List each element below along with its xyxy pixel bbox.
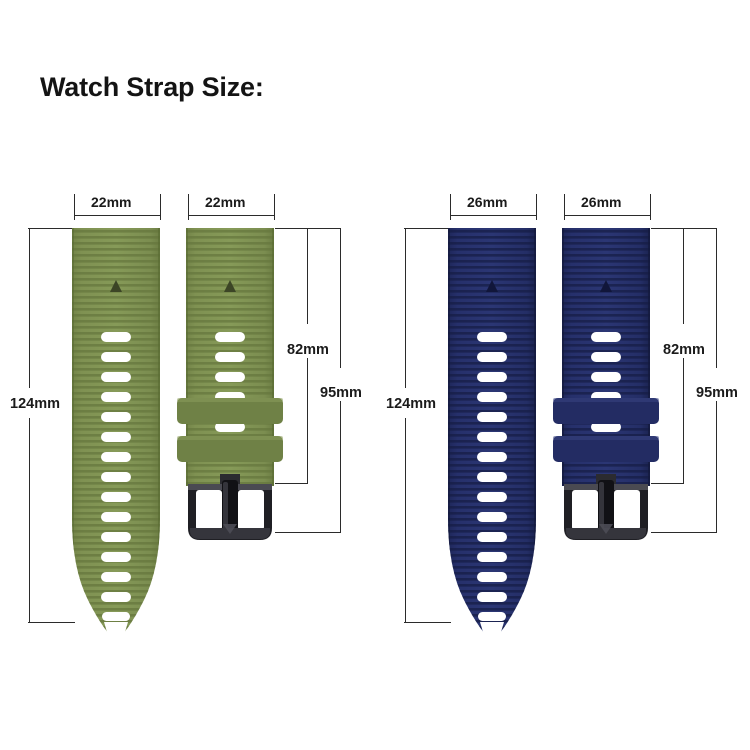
quickfit-arrow-icon (486, 280, 498, 292)
dim95-line-blue-upper (716, 228, 718, 368)
long-strap-green (72, 228, 160, 645)
width-dim-tick-left-blue-long (450, 194, 452, 220)
length-dim-line-green-upper (29, 228, 31, 388)
buckle-green (188, 474, 272, 540)
length-label-blue: 124mm (384, 396, 438, 412)
dim95-label-green: 95mm (318, 385, 364, 401)
dim82-line-blue-upper (683, 228, 685, 324)
dim82-label-blue: 82mm (661, 342, 707, 358)
dim82-line-green-lower (307, 356, 309, 484)
width-label-blue-long: 26mm (465, 194, 510, 210)
short-strap-blue (553, 228, 659, 540)
strap-tip-notch-blue (480, 622, 504, 645)
length-dim-cap-top-blue (404, 228, 451, 230)
buckle-blue (564, 474, 648, 540)
page-title: Watch Strap Size: (40, 72, 264, 102)
dim95-cap-bottom-blue (651, 532, 717, 534)
dim95-label-blue: 95mm (694, 385, 740, 401)
quickfit-arrow-icon (600, 280, 612, 292)
strap-keeper-loop-2-green (177, 436, 283, 462)
dim95-cap-top-green (275, 228, 341, 230)
width-dim-tick-right-blue-short (650, 194, 652, 220)
width-label-green-long: 22mm (89, 194, 134, 210)
dim95-cap-bottom-green (275, 532, 341, 534)
strap-holes-green-long (101, 332, 131, 621)
width-label-green-short: 22mm (203, 194, 248, 210)
length-label-green: 124mm (8, 396, 62, 412)
length-dim-cap-bottom-green (28, 622, 75, 624)
quickfit-arrow-icon (224, 280, 236, 292)
width-dim-line-green-long (74, 215, 161, 217)
width-dim-tick-right-blue-long (536, 194, 538, 220)
width-dim-line-blue-long (450, 215, 537, 217)
short-strap-green (177, 228, 283, 540)
width-dim-tick-right-green-short (274, 194, 276, 220)
dim82-line-blue-lower (683, 356, 685, 484)
length-dim-cap-top-green (28, 228, 75, 230)
strap-keeper-loop-1-blue (553, 398, 659, 424)
width-dim-line-green-short (188, 215, 275, 217)
length-dim-line-blue-upper (405, 228, 407, 388)
length-dim-cap-bottom-blue (404, 622, 451, 624)
strap-keeper-loop-2-blue (553, 436, 659, 462)
strap-keeper-loop-1-green (177, 398, 283, 424)
dim95-line-green-lower (340, 400, 342, 533)
dim82-label-green: 82mm (285, 342, 331, 358)
width-dim-tick-right-green-long (160, 194, 162, 220)
dim95-line-green-upper (340, 228, 342, 368)
width-dim-tick-left-green-long (74, 194, 76, 220)
dim82-cap-bottom-green (275, 483, 308, 485)
length-dim-line-green-lower (29, 418, 31, 623)
quickfit-arrow-icon (110, 280, 122, 292)
dim95-line-blue-lower (716, 400, 718, 533)
width-dim-tick-left-blue-short (564, 194, 566, 220)
long-strap-blue (448, 228, 536, 645)
dim82-line-green-upper (307, 228, 309, 324)
dim95-cap-top-blue (651, 228, 717, 230)
strap-holes-blue-long (477, 332, 507, 621)
width-label-blue-short: 26mm (579, 194, 624, 210)
width-dim-tick-left-green-short (188, 194, 190, 220)
length-dim-line-blue-lower (405, 418, 407, 623)
width-dim-line-blue-short (564, 215, 651, 217)
dim82-cap-bottom-blue (651, 483, 684, 485)
strap-tip-notch-green (104, 622, 128, 645)
